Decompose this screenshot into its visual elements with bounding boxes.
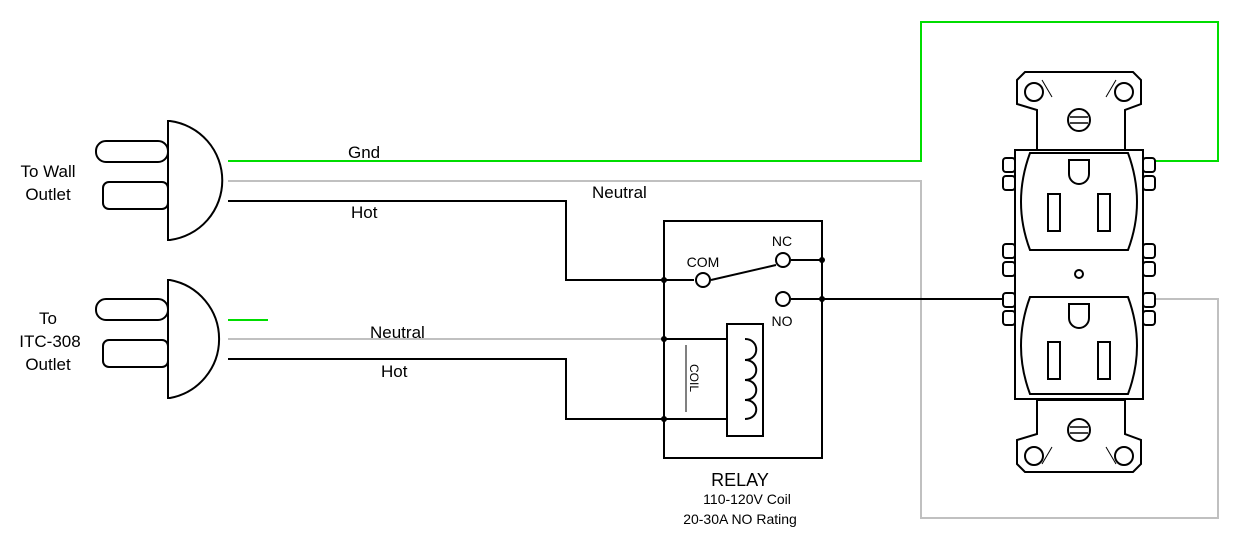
com-label: COM (687, 254, 720, 270)
wall-hot-wire (228, 200, 694, 281)
wall-plug-label-line1: To Wall (20, 162, 75, 181)
neutral-top-wire-label: Neutral (592, 183, 647, 202)
relay (661, 220, 825, 459)
itc-plug (95, 279, 221, 399)
wall-plug (95, 120, 224, 241)
nc-label: NC (772, 233, 792, 249)
wires (228, 21, 1219, 519)
upper-receptacle (1020, 152, 1138, 251)
duplex-outlet (1002, 71, 1156, 473)
ground-wire (228, 21, 1219, 162)
relay-spec-coil: 110-120V Coil (703, 491, 791, 507)
hot-bottom-wire-label: Hot (381, 362, 408, 381)
itc-plug-label-line3: Outlet (25, 355, 71, 374)
wall-plug-label-line2: Outlet (25, 185, 71, 204)
labels: To Wall Outlet To ITC-308 Outlet Gnd Neu… (19, 143, 647, 381)
lower-receptacle (1020, 296, 1138, 395)
no-label: NO (772, 313, 793, 329)
com-terminal (695, 272, 711, 288)
relay-spec-rating: 20-30A NO Rating (683, 511, 797, 527)
itc-hot-wire (228, 358, 664, 420)
coil-label: COIL (687, 364, 701, 392)
hot-top-wire-label: Hot (351, 203, 378, 222)
itc-plug-label-line2: ITC-308 (19, 332, 80, 351)
relay-labels: COM NC NO COIL RELAY 110-120V Coil 20-30… (683, 233, 797, 527)
relay-title: RELAY (711, 470, 769, 490)
gnd-wire-label: Gnd (348, 143, 380, 162)
itc-plug-label-line1: To (39, 309, 57, 328)
nc-terminal (775, 252, 791, 268)
neutral-bottom-wire-label: Neutral (370, 323, 425, 342)
no-terminal (775, 291, 791, 307)
wall-neutral-wire (228, 180, 1219, 519)
